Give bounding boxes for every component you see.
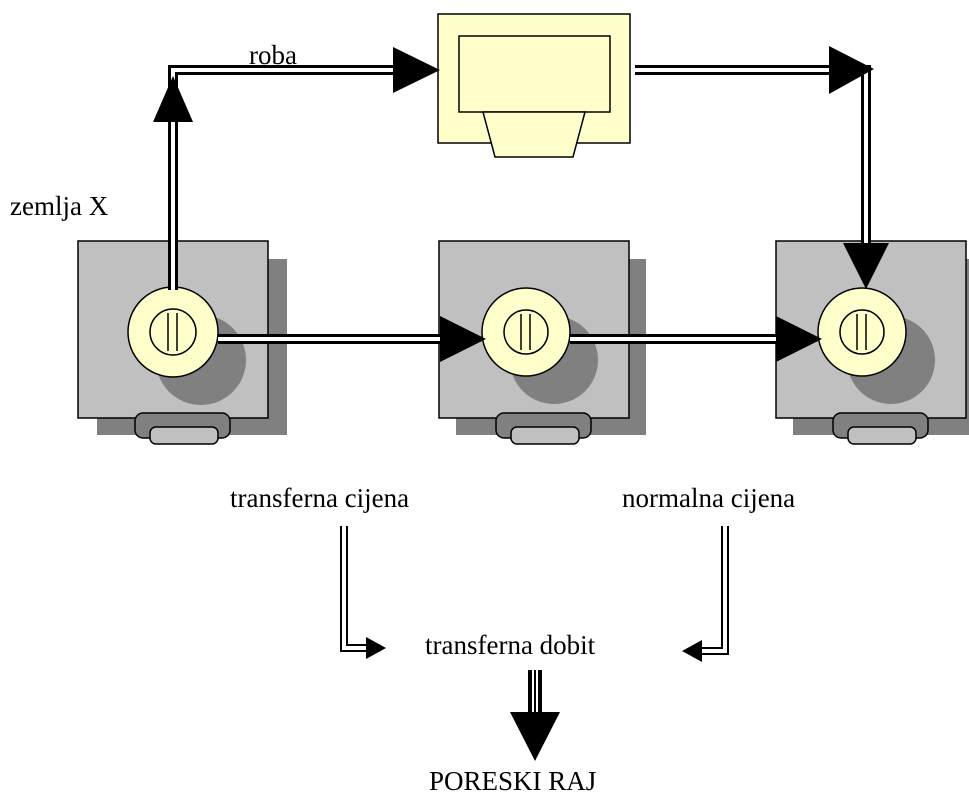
arrow-down-icon	[843, 243, 889, 289]
tax-haven-label: PORESKI RAJ	[429, 766, 597, 796]
dial-center	[503, 309, 549, 355]
safe-box-middle	[438, 240, 646, 445]
arrow-right-icon	[366, 637, 386, 659]
transfer-price-label: transferna cijena	[230, 483, 410, 513]
box-handle-inner	[847, 426, 917, 445]
arrow-right-icon	[440, 316, 486, 362]
factory-machine-icon	[437, 13, 631, 158]
arrow-down-icon	[510, 712, 560, 761]
transfer-profit-label: transferna dobit	[425, 630, 596, 660]
dial-center	[149, 308, 197, 356]
arrowheads	[153, 46, 889, 761]
arrow-right-icon	[829, 46, 874, 94]
arrow-right-icon	[393, 47, 440, 93]
machine-base	[482, 111, 586, 158]
normal-price-label: normalna cijena	[622, 483, 796, 513]
box-handle-inner	[149, 426, 219, 445]
country-label: zemlja X	[10, 191, 109, 221]
arrow-right-icon	[776, 316, 822, 362]
safe-box-origin	[77, 240, 287, 445]
safe-box-destination	[775, 240, 969, 445]
arrow-left-icon	[682, 640, 702, 662]
box-handle-inner	[510, 426, 580, 445]
machine-screen	[458, 35, 611, 113]
arrow-up-icon	[153, 76, 193, 122]
dial-center	[839, 309, 885, 355]
profit-connectors	[340, 526, 729, 655]
goods-label: roba	[249, 40, 297, 70]
